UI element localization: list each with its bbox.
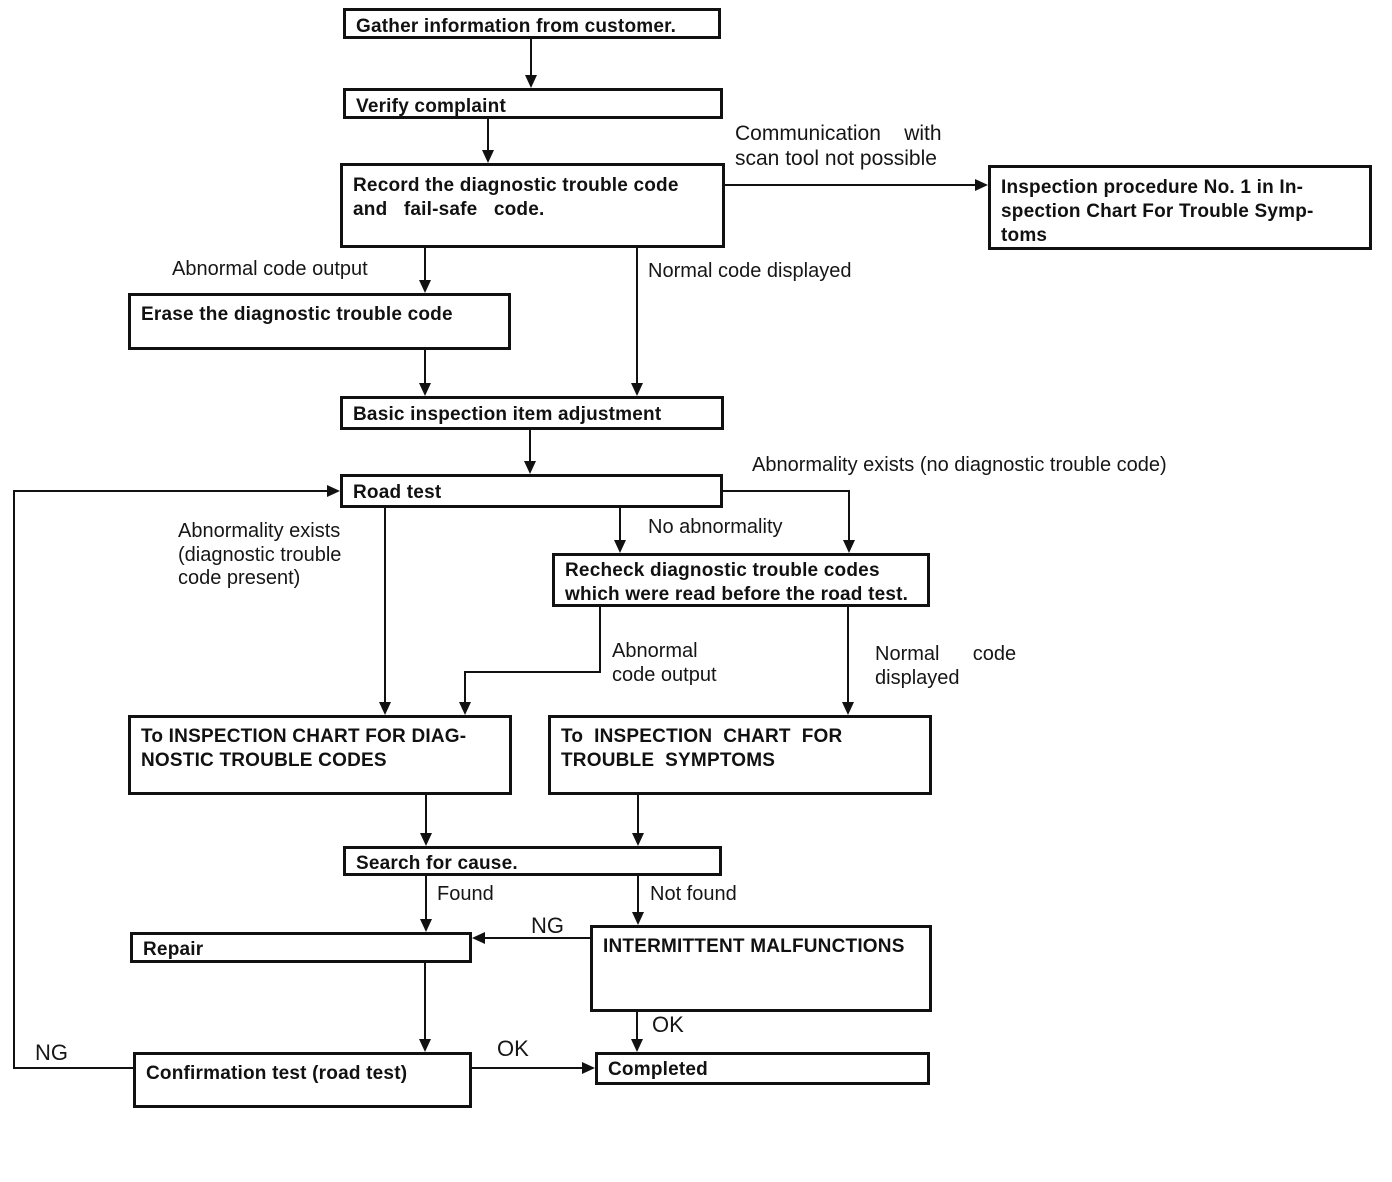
- edge-label-found: Found: [437, 883, 494, 905]
- edge-road-recheck-line: [619, 508, 621, 541]
- edge-verify-record-line: [487, 119, 489, 151]
- edge-sympchart-search-line: [637, 795, 639, 834]
- edge-recheck-down-line: [599, 607, 601, 673]
- edge-erase-basic-arrowhead: [419, 383, 431, 396]
- node-gather-information: Gather information from customer.: [343, 8, 721, 39]
- node-verify-complaint: Verify complaint: [343, 88, 723, 119]
- edge-label-normal-code-displayed-2: Normal code displayed: [875, 643, 1017, 689]
- edge-road-right-down-line: [848, 490, 850, 541]
- node-search-for-cause: Search for cause.: [343, 846, 722, 876]
- node-chart-trouble-symptoms: To INSPECTION CHART FOR TROUBLE SYMPTOMS: [548, 715, 932, 795]
- node-record-dtc: Record the diagnostic trouble code and f…: [340, 163, 725, 248]
- node-confirmation-test: Confirmation test (road test): [133, 1052, 472, 1108]
- edge-label-no-abnormality: No abnormality: [648, 516, 783, 538]
- edge-feedback-bottom-line: [13, 1067, 133, 1069]
- edge-label-communication-not-possible: Communication with scan tool not possibl…: [735, 122, 942, 170]
- edge-road-diagchart-line: [384, 508, 386, 703]
- edge-label-ng-intermittent: NG: [531, 913, 564, 938]
- edge-recheck-sympchart-line: [847, 607, 849, 703]
- node-erase-dtc: Erase the diagnostic trouble code: [128, 293, 511, 350]
- edge-diagchart-search-arrowhead: [420, 833, 432, 846]
- edge-recheck-diagchart-line: [464, 671, 466, 703]
- node-chart-diagnostic-trouble-codes: To INSPECTION CHART FOR DIAG- NOSTIC TRO…: [128, 715, 512, 795]
- node-completed: Completed: [595, 1052, 930, 1085]
- edge-erase-basic-line: [424, 350, 426, 384]
- edge-road-recheck-right-arrowhead: [843, 540, 855, 553]
- node-recheck-dtc: Recheck diagnostic trouble codes which w…: [552, 553, 930, 607]
- edge-sympchart-search-arrowhead: [632, 833, 644, 846]
- node-basic-inspection: Basic inspection item adjustment: [340, 396, 724, 430]
- edge-label-ok-confirmation: OK: [497, 1036, 529, 1061]
- edge-gather-verify-arrowhead: [525, 75, 537, 88]
- edge-search-repair-line: [425, 876, 427, 920]
- node-intermittent-malfunctions: INTERMITTENT MALFUNCTIONS: [590, 925, 932, 1012]
- edge-recheck-diagchart-arrowhead: [459, 702, 471, 715]
- edge-record-inspection-arrowhead: [975, 179, 988, 191]
- node-repair: Repair: [130, 932, 472, 963]
- edge-gather-verify-line: [530, 39, 532, 77]
- edge-search-intermittent-arrowhead: [632, 912, 644, 925]
- edge-label-abnormal-code-output: Abnormal code output: [172, 258, 368, 280]
- edge-intermittent-repair-arrowhead: [472, 932, 485, 944]
- edge-confirmation-completed-line: [472, 1067, 583, 1069]
- edge-basic-road-line: [529, 430, 531, 462]
- edge-recheck-sympchart-arrowhead: [842, 702, 854, 715]
- edge-label-ng-feedback: NG: [35, 1040, 68, 1065]
- edge-search-repair-arrowhead: [420, 919, 432, 932]
- edge-record-erase-line: [424, 248, 426, 281]
- edge-intermittent-completed-arrowhead: [631, 1039, 643, 1052]
- edge-diagchart-search-line: [425, 795, 427, 834]
- edge-repair-confirmation-line: [424, 963, 426, 1040]
- edge-label-abnormality-no-dtc: Abnormality exists (no diagnostic troubl…: [752, 454, 1167, 476]
- node-inspection-procedure-1: Inspection procedure No. 1 in In- specti…: [988, 165, 1372, 250]
- edge-label-not-found: Not found: [650, 883, 737, 905]
- edge-feedback-top-line: [13, 490, 328, 492]
- edge-record-basic-arrowhead: [631, 383, 643, 396]
- edge-road-right-line: [723, 490, 850, 492]
- edge-search-intermittent-line: [637, 876, 639, 913]
- edge-verify-record-arrowhead: [482, 150, 494, 163]
- edge-record-erase-arrowhead: [419, 280, 431, 293]
- edge-feedback-up-line: [13, 490, 15, 1069]
- edge-intermittent-repair-line: [484, 937, 590, 939]
- edge-repair-confirmation-arrowhead: [419, 1039, 431, 1052]
- edge-label-ok-intermittent: OK: [652, 1012, 684, 1037]
- edge-road-recheck-arrowhead: [614, 540, 626, 553]
- edge-record-inspection-line: [725, 184, 976, 186]
- edge-recheck-left-line: [464, 671, 601, 673]
- edge-confirmation-completed-arrowhead: [582, 1062, 595, 1074]
- edge-basic-road-arrowhead: [524, 461, 536, 474]
- edge-intermittent-completed-line: [636, 1012, 638, 1040]
- node-road-test: Road test: [340, 474, 723, 508]
- edge-label-abnormal-code-output-2: Abnormal code output: [612, 640, 717, 686]
- edge-feedback-road-arrowhead: [327, 485, 340, 497]
- edge-road-diagchart-arrowhead: [379, 702, 391, 715]
- edge-label-normal-code-displayed: Normal code displayed: [648, 260, 852, 282]
- edge-record-basic-line: [636, 248, 638, 384]
- edge-label-abnormality-dtc-present: Abnormality exists (diagnostic trouble c…: [178, 520, 342, 590]
